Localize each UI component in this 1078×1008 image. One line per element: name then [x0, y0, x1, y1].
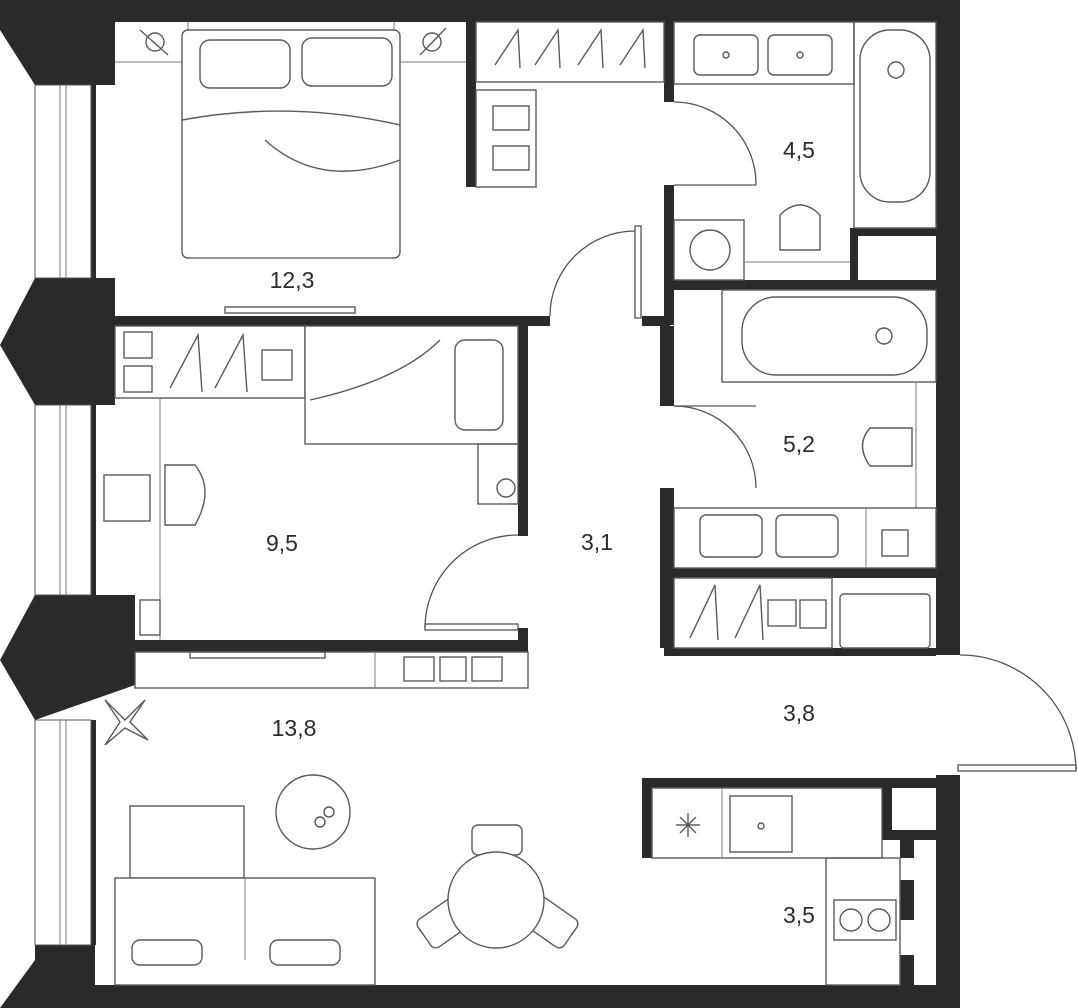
tv-icon	[189, 651, 326, 659]
shirt-icon	[492, 105, 530, 131]
kids-room-area: 9,5	[266, 530, 298, 556]
toilet-icon	[779, 204, 821, 251]
corridor-area: 3,1	[581, 529, 613, 555]
hanger-icon	[494, 27, 521, 69]
windows	[34, 84, 92, 946]
hanger-icon	[534, 27, 561, 69]
sink-icon	[693, 34, 759, 76]
wardrobe-top	[475, 21, 665, 188]
radiator	[139, 599, 161, 636]
radiator	[471, 656, 503, 682]
laptop-icon	[103, 474, 151, 522]
hanger-icon	[619, 27, 646, 69]
cushion	[269, 939, 341, 966]
sink-icon	[767, 34, 833, 76]
lamp-icon	[145, 32, 165, 52]
shoes-icon	[767, 599, 797, 627]
pillow-right	[301, 37, 393, 87]
lamp-icon	[422, 32, 442, 52]
book-icon	[123, 365, 153, 393]
sink-icon	[729, 795, 793, 853]
sink-icon	[775, 514, 839, 558]
double-bed	[181, 29, 401, 259]
kitchen: 3,5	[651, 787, 901, 986]
dining-table	[447, 851, 545, 949]
bathroom-top-area: 4,5	[783, 137, 815, 163]
nightstand	[477, 443, 519, 505]
desk-chair	[164, 464, 206, 526]
bathtub-icon	[859, 29, 931, 203]
radiator	[439, 656, 467, 682]
living-room-area: 13,8	[272, 715, 317, 741]
hall: 3,8	[673, 577, 931, 726]
walls	[0, 0, 960, 1008]
cleaning-icon	[881, 529, 909, 557]
bathtub-icon	[741, 296, 928, 376]
toilet-icon	[861, 427, 913, 467]
bedroom-area: 12,3	[270, 267, 315, 293]
snowflake-icon	[676, 813, 700, 837]
chair	[471, 824, 523, 856]
single-bed	[304, 325, 519, 445]
tv-icon	[224, 306, 356, 314]
shirt-icon	[261, 349, 293, 381]
stove-icon	[833, 899, 897, 941]
bathroom-mid-area: 5,2	[783, 431, 815, 457]
coffee-table	[275, 774, 351, 850]
lamp-icon	[496, 478, 516, 498]
book-icon	[123, 331, 153, 359]
bathroom-mid: 5,2	[673, 289, 937, 569]
hanger-icon	[689, 584, 719, 641]
hanger-icon	[169, 332, 203, 393]
shirt-icon	[492, 145, 530, 171]
bedroom: 12,3	[115, 22, 466, 314]
pillow-left	[199, 39, 291, 89]
kids-room: 9,5	[103, 325, 519, 640]
plant-icon	[104, 699, 149, 746]
bench	[839, 593, 931, 649]
hall-area: 3,8	[783, 700, 815, 726]
kitchen-area: 3,5	[783, 902, 815, 928]
hanger-icon	[214, 332, 248, 393]
bag-icon	[799, 599, 827, 629]
doors	[424, 101, 1077, 772]
hanger-icon	[734, 584, 764, 641]
cushion	[131, 939, 203, 966]
ottoman	[129, 805, 245, 879]
bathroom-top: 4,5	[673, 21, 937, 281]
pillow	[454, 339, 504, 431]
radiator	[403, 656, 435, 682]
hanger-icon	[577, 27, 604, 69]
corridor: 3,1	[581, 529, 613, 555]
sink-icon	[699, 514, 763, 558]
washing-machine-icon	[673, 219, 745, 281]
living-room: 13,8	[104, 651, 579, 986]
